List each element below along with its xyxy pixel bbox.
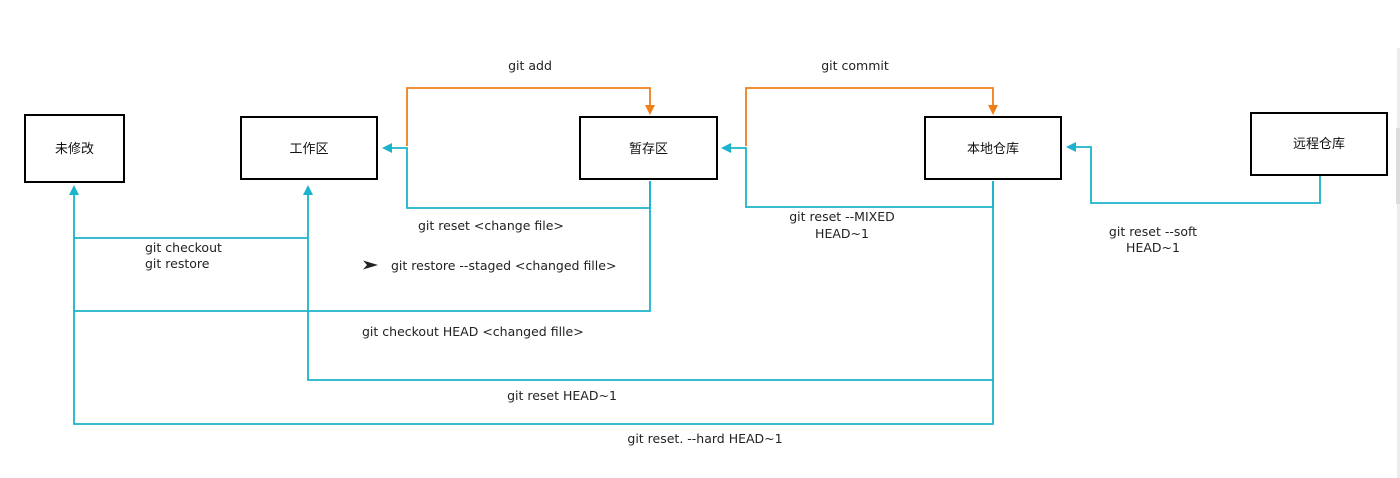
label-restore-staged: git restore --staged <changed fille>: [391, 258, 616, 273]
label-reset-soft-line1: git reset --soft: [1109, 224, 1197, 239]
staging-to-unmodified-arrow: [74, 181, 651, 312]
node-remote-repo-label: 远程仓库: [1293, 136, 1345, 152]
git-add-arrow: [406, 87, 655, 146]
right-pointer-icon: [363, 260, 378, 270]
node-remote-repo: 远程仓库: [1250, 112, 1388, 176]
label-checkout-head: git checkout HEAD <changed fille>: [362, 324, 584, 339]
node-workspace-label: 工作区: [289, 142, 328, 157]
label-git-commit: git commit: [821, 58, 889, 73]
label-reset-mixed-line1: git reset --MIXED: [789, 209, 895, 224]
label-reset-hard: git reset. --hard HEAD~1: [627, 431, 782, 446]
right-edge-scroll-indicator: [1396, 128, 1400, 204]
remote-to-local-arrow: [1066, 142, 1321, 204]
label-reset-mixed-line2: HEAD~1: [815, 226, 869, 241]
local-to-unmodified-arrow: [69, 185, 994, 425]
label-reset-change-file: git reset <change file>: [418, 218, 564, 233]
node-local-repo-label: 本地仓库: [967, 141, 1019, 157]
label-checkout-line2: git restore: [145, 256, 210, 271]
node-staging: 暂存区: [579, 116, 718, 180]
node-workspace: 工作区: [240, 116, 378, 180]
node-unmodified: 未修改: [24, 114, 125, 183]
right-edge-rule: [1397, 48, 1400, 478]
node-unmodified-label: 未修改: [55, 142, 94, 157]
local-to-workspace-arrow: [303, 181, 994, 381]
label-reset-soft-line2: HEAD~1: [1126, 240, 1180, 255]
node-local-repo: 本地仓库: [924, 116, 1062, 180]
label-git-add: git add: [508, 58, 552, 73]
label-checkout-line1: git checkout: [145, 240, 222, 255]
label-reset-head: git reset HEAD~1: [507, 388, 617, 403]
git-commit-arrow: [745, 87, 998, 146]
node-staging-label: 暂存区: [629, 142, 668, 157]
